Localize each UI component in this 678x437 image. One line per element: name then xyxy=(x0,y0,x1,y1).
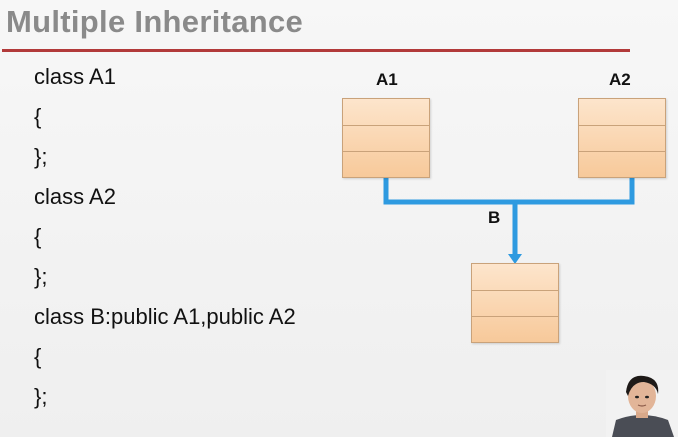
code-line: }; xyxy=(34,384,48,409)
code-line: class A1 xyxy=(34,64,116,89)
class-b-label: B xyxy=(488,208,501,227)
box-divider xyxy=(579,125,665,126)
slide-title: Multiple Inheritance xyxy=(6,4,304,39)
box-divider xyxy=(579,151,665,152)
box-divider xyxy=(472,290,558,291)
presenter-icon xyxy=(606,370,678,437)
code-line: }; xyxy=(34,264,48,289)
arrowhead-icon xyxy=(508,254,522,264)
code-line: class B:public A1,public A2 xyxy=(34,304,296,329)
presenter-avatar xyxy=(606,370,678,437)
class-box-a1 xyxy=(342,98,430,178)
box-divider xyxy=(343,125,429,126)
class-box-a2 xyxy=(578,98,666,178)
title-underline xyxy=(2,49,630,52)
class-a2-label: A2 xyxy=(609,70,631,89)
code-line: { xyxy=(34,224,42,249)
code-line: class A2 xyxy=(34,184,116,209)
class-a1-label: A1 xyxy=(376,70,398,89)
code-line: }; xyxy=(34,144,48,169)
class-box-b xyxy=(471,263,559,343)
box-divider xyxy=(343,151,429,152)
code-line: { xyxy=(34,104,42,129)
box-divider xyxy=(472,316,558,317)
code-line: { xyxy=(34,344,42,369)
